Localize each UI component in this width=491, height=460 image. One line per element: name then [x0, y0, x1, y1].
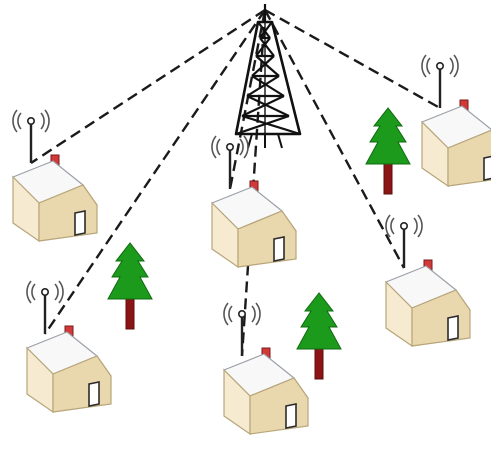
link-right-middle — [263, 9, 406, 269]
wireless-links — [30, 8, 441, 357]
house-with-antenna-icon — [384, 213, 472, 348]
link-left-upper — [30, 8, 266, 165]
house-with-antenna-icon — [210, 134, 298, 269]
radio-tower-icon — [234, 4, 302, 149]
pine-tree-icon — [296, 292, 342, 380]
pine-tree-icon — [107, 242, 153, 330]
house-with-antenna-icon — [222, 301, 310, 436]
pine-tree-icon — [365, 107, 411, 195]
link-center-upper — [228, 9, 267, 190]
link-left-lower — [44, 9, 266, 335]
house-with-antenna-icon — [420, 53, 491, 188]
house-with-antenna-icon — [11, 108, 99, 243]
